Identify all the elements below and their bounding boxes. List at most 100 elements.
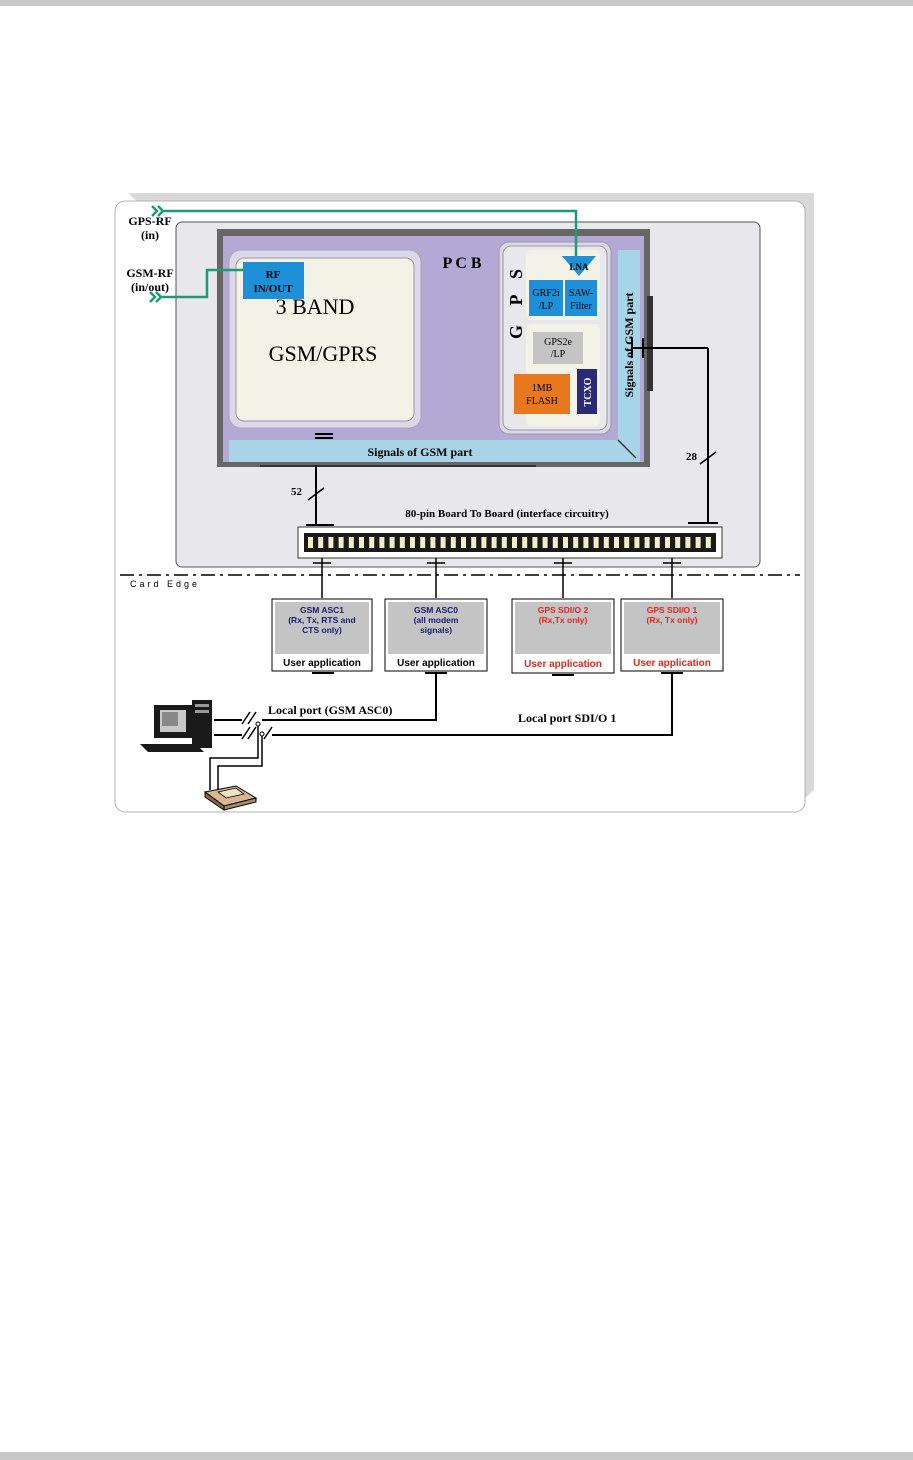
local-port-gsm-line	[262, 673, 437, 721]
saw-label-2: Filter	[570, 301, 592, 312]
grf2i-chip	[529, 280, 563, 316]
local-port-sdio-line	[272, 673, 673, 736]
connector-pin	[420, 537, 426, 548]
signals-corner	[617, 439, 637, 459]
switch-blade-3	[241, 726, 251, 740]
app-box-title-line: signals)	[420, 625, 452, 635]
app-box-gsm-asc1: GSM ASC1 (Rx, Tx, RTS and CTS only) User…	[271, 598, 373, 672]
app-box-title-line: GPS SDI/O 2	[538, 605, 589, 615]
grf2i-label-1: GRF2i	[532, 288, 559, 299]
telephone-icon	[203, 785, 258, 811]
app-box-gps-sdio1: GPS SDI/O 1 (Rx, Tx only) User applicati…	[620, 598, 724, 672]
signals-bar-right	[618, 250, 640, 462]
app-box-title-line: (Rx, Tx, RTS and	[288, 615, 356, 625]
local-port-gsm-label: Local port (GSM ASC0)	[268, 703, 392, 717]
connector-pin	[593, 537, 599, 548]
gsm-rf-label-2: (in/out)	[131, 280, 169, 294]
app-box-caption: User application	[283, 658, 361, 669]
connector-pin	[675, 537, 681, 548]
gps2e-label-2: /LP	[551, 349, 566, 360]
connector-pin	[512, 537, 517, 548]
rf-inout-block	[243, 262, 304, 299]
gps-letter-s: S	[506, 269, 526, 279]
connector-pin	[685, 537, 691, 548]
flash-label-1: 1MB	[532, 383, 553, 394]
app-box-title-line: GPS SDI/O 1	[647, 605, 698, 615]
connector-pin	[654, 537, 660, 548]
connector-pins	[308, 537, 711, 548]
signals-bar-bottom	[229, 440, 640, 462]
local-port-sdio-label: Local port SDI/O 1	[518, 711, 616, 725]
switch-blade-5	[263, 726, 273, 740]
tcxo-chip	[577, 369, 597, 414]
right-edge-connector	[647, 296, 653, 391]
flash-chip	[514, 374, 570, 414]
connector-pin	[603, 537, 609, 548]
connector-pin	[430, 537, 436, 548]
gps-rf-label-2: (in)	[141, 228, 159, 242]
connector-pin	[471, 537, 477, 548]
gsm-rf-label-1: GSM-RF	[126, 266, 173, 280]
connector-pin	[522, 537, 528, 548]
connector-pin	[644, 537, 650, 548]
connector-pin	[542, 537, 548, 548]
app-box-caption: User application	[397, 658, 475, 669]
gsm-rf-line	[162, 268, 246, 299]
connector-pin	[359, 537, 364, 548]
gps-rf-label-1: GPS-RF	[128, 214, 171, 228]
app-box-title-line: GSM ASC0	[414, 605, 458, 615]
app-box-title-line: GSM ASC1	[300, 605, 344, 615]
connector-pin	[369, 537, 375, 548]
computer-icon	[140, 700, 212, 752]
app-box-caption: User application	[524, 659, 602, 670]
gsm-gprs-label: GSM/GPRS	[269, 341, 378, 366]
app-box-caption: User application	[633, 658, 711, 669]
connector-pin	[450, 537, 456, 548]
tcxo-label: TCXO	[583, 377, 594, 406]
gps-rf-line	[164, 209, 578, 256]
connector-pin	[665, 537, 670, 548]
connector-pin	[481, 537, 487, 548]
gps2e-chip	[533, 332, 583, 364]
saw-filter	[565, 280, 597, 316]
band-label: 3 BAND	[276, 294, 355, 319]
connector-pin	[348, 537, 354, 548]
connector-body	[304, 533, 716, 552]
connector-pin	[399, 537, 405, 548]
switch-blade-4	[247, 726, 257, 740]
grf2i-label-2: /LP	[539, 301, 554, 312]
gps2e-label-1: GPS2e	[544, 337, 572, 348]
connector-pin	[410, 537, 415, 548]
top-page-bar	[0, 0, 913, 6]
connector-pin	[338, 537, 344, 548]
connector-pin	[440, 537, 446, 548]
pcb-label: P C B	[442, 255, 481, 272]
bus-28-slash	[699, 451, 717, 465]
switch-blade-1	[241, 711, 251, 725]
switch-blade-2	[247, 711, 257, 725]
gps-letter-p: P	[506, 295, 526, 306]
app-box-title-line: (Rx, Tx only)	[646, 615, 697, 625]
app-box-gsm-asc0: GSM ASC0 (all modem signals) User applic…	[384, 598, 488, 672]
connector-pin	[614, 537, 619, 548]
connector-pin	[461, 537, 466, 548]
connector-pin	[501, 537, 507, 548]
connector-pin	[389, 537, 395, 548]
connector-pin	[583, 537, 589, 548]
app-box-title-line: (all modem	[414, 615, 459, 625]
app-box-title-line: CTS only)	[302, 625, 342, 635]
rf-inout-label-1: RF	[266, 269, 281, 281]
bus-52-slash	[307, 487, 325, 501]
saw-label-1: SAW-	[569, 288, 593, 299]
connector-pin	[318, 537, 324, 548]
bottom-page-bar	[0, 1452, 913, 1460]
connector-pin	[563, 537, 568, 548]
lna-label: LNA	[569, 262, 589, 272]
signals-right-label: Signals of GSM part	[622, 292, 636, 397]
connector-pin	[624, 537, 630, 548]
connector-pin	[379, 537, 385, 548]
connector-pin	[552, 537, 558, 548]
gps-letter-g: G	[506, 325, 526, 339]
phone-link-1	[209, 726, 259, 790]
